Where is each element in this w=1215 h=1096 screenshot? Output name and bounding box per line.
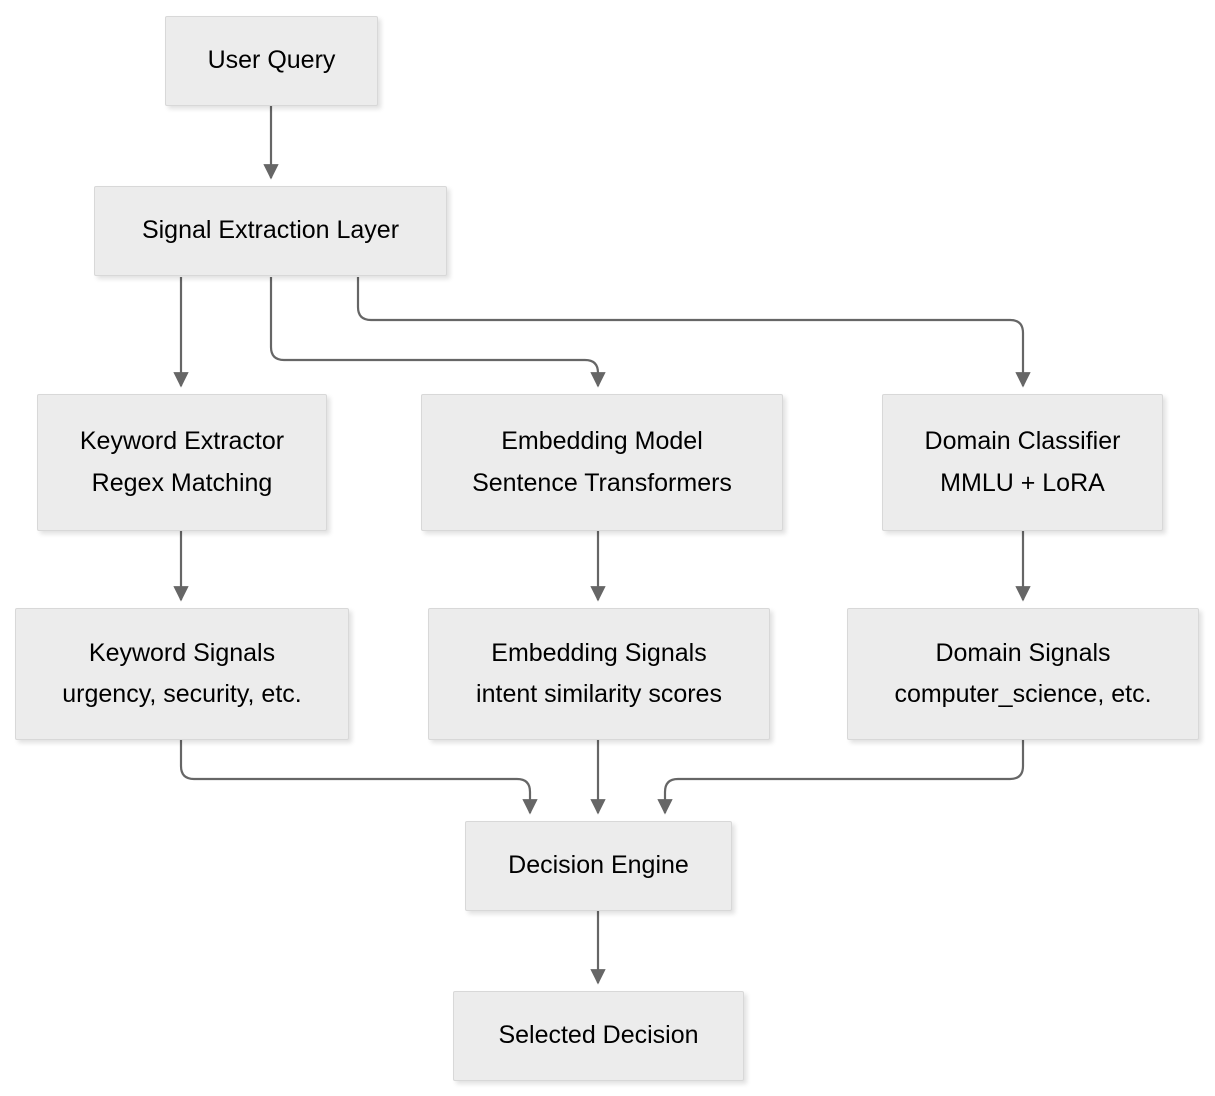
node-user-query[interactable]: User Query <box>165 16 378 106</box>
edge-domain-signals-to-decision-engine <box>657 740 1025 815</box>
edge-keyword-signals-to-decision-engine <box>179 740 538 815</box>
node-embedding-model[interactable]: Embedding Model Sentence Transformers <box>421 394 783 531</box>
node-decision-engine[interactable]: Decision Engine <box>465 821 732 911</box>
node-keyword-extractor-sublabel: Regex Matching <box>91 468 273 497</box>
edge-signal-extraction-to-domain-classifier <box>356 277 1031 388</box>
node-embedding-signals-sublabel: intent similarity scores <box>476 680 722 708</box>
node-embedding-model-label: Embedding Model <box>501 427 703 456</box>
node-keyword-signals-sublabel: urgency, security, etc. <box>62 680 302 708</box>
node-keyword-extractor-label: Keyword Extractor <box>79 427 285 456</box>
node-domain-signals-sublabel: computer_science, etc. <box>894 680 1152 708</box>
node-domain-signals-label: Domain Signals <box>935 638 1111 667</box>
edge-signal-extraction-to-embedding-model <box>269 277 606 388</box>
node-keyword-extractor[interactable]: Keyword Extractor Regex Matching <box>37 394 327 531</box>
node-signal-extraction-layer[interactable]: Signal Extraction Layer <box>94 186 447 276</box>
node-domain-classifier[interactable]: Domain Classifier MMLU + LoRA <box>882 394 1163 531</box>
node-domain-signals[interactable]: Domain Signals computer_science, etc. <box>847 608 1199 740</box>
node-embedding-model-sublabel: Sentence Transformers <box>472 468 732 497</box>
node-domain-classifier-sublabel: MMLU + LoRA <box>940 468 1105 497</box>
node-keyword-signals[interactable]: Keyword Signals urgency, security, etc. <box>15 608 349 740</box>
node-embedding-signals[interactable]: Embedding Signals intent similarity scor… <box>428 608 770 740</box>
node-selected-decision[interactable]: Selected Decision <box>453 991 744 1081</box>
node-decision-engine-label: Decision Engine <box>508 851 689 880</box>
node-selected-decision-label: Selected Decision <box>498 1021 699 1050</box>
node-domain-classifier-label: Domain Classifier <box>924 427 1121 456</box>
node-user-query-label: User Query <box>207 46 336 75</box>
node-signal-extraction-layer-label: Signal Extraction Layer <box>141 216 400 245</box>
node-embedding-signals-label: Embedding Signals <box>491 638 707 667</box>
node-keyword-signals-label: Keyword Signals <box>88 638 276 667</box>
